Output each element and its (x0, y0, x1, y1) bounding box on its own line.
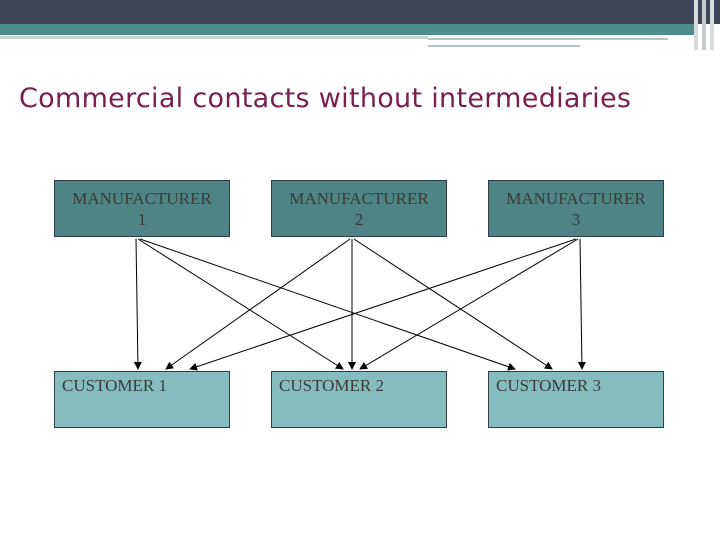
connector-m3-c1 (189, 238, 577, 371)
corner-decoration (710, 0, 714, 50)
connector-m1-c3 (139, 238, 516, 371)
connector-m1-c2 (137, 238, 344, 370)
accent-line (0, 36, 428, 39)
customer-label: CUSTOMER 1 (62, 376, 168, 395)
corner-decoration (694, 0, 698, 50)
connector-m2-c3 (353, 238, 553, 370)
accent-line (428, 45, 580, 47)
manufacturer-1-box: MANUFACTURER 1 (54, 180, 230, 237)
manufacturer-label: MANUFACTURER (289, 188, 429, 208)
slide-title: Commercial contacts without intermediari… (19, 83, 632, 114)
customer-2-box: CUSTOMER 2 (271, 371, 447, 428)
manufacturer-2-box: MANUFACTURER 2 (271, 180, 447, 237)
customer-1-box: CUSTOMER 1 (54, 371, 230, 428)
manufacturer-3-box: MANUFACTURER 3 (488, 180, 664, 237)
manufacturer-label: MANUFACTURER (506, 188, 646, 208)
slide-accent-strip (0, 24, 696, 35)
slide-top-bar (0, 0, 720, 24)
manufacturer-label: MANUFACTURER (72, 188, 212, 208)
customer-label: CUSTOMER 2 (279, 376, 385, 395)
accent-line (428, 38, 668, 40)
manufacturer-number: 2 (354, 209, 364, 229)
connector-m3-c2 (359, 238, 579, 370)
customer-3-box: CUSTOMER 3 (488, 371, 664, 428)
corner-decoration (702, 0, 706, 50)
connector-m1-c1 (133, 238, 142, 370)
manufacturer-number: 3 (571, 209, 581, 229)
customer-label: CUSTOMER 3 (496, 376, 602, 395)
connector-m3-c3 (577, 238, 586, 370)
manufacturer-number: 1 (137, 209, 147, 229)
connector-m2-c1 (165, 238, 351, 370)
